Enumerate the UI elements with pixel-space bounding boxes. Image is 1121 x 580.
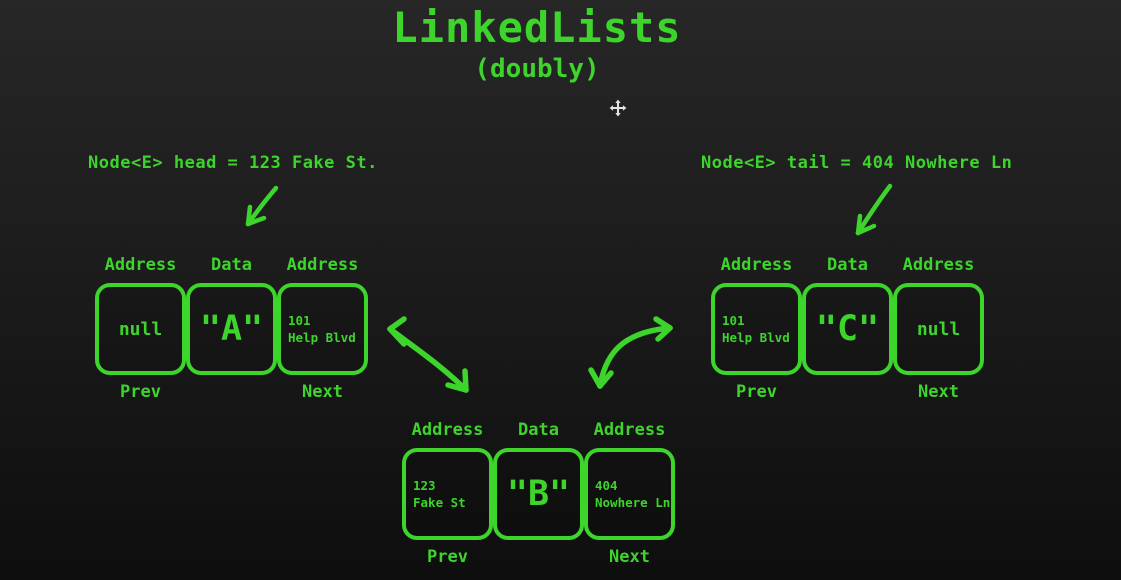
node-c-prev-label: Prev [736,382,777,402]
node-a-next-label: Next [302,382,343,402]
node-b: Address Data Address 123 Fake St "B" 404… [402,420,675,567]
node-c-label-prev-address: Address [720,255,793,275]
node-a-label-prev-address: Address [104,255,177,275]
node-c-prev-cell: 101 Help Blvd [711,283,802,375]
node-b-next-cell: 404 Nowhere Ln [584,448,675,540]
node-b-data-value: "B" [506,474,571,514]
node-b-data-cell: "B" [493,448,584,540]
node-b-next-value-line2: Nowhere Ln [595,495,671,510]
node-c-column-labels: Address Data Address [711,255,984,275]
node-b-footer-spacer [493,547,584,567]
node-b-next-label: Next [609,547,650,567]
node-a: Address Data Address null "A" 101 Help B… [95,255,368,402]
node-c-prev-value-line1: 101 [722,313,745,328]
node-b-prev-label: Prev [427,547,468,567]
node-a-next-value-line1: 101 [288,313,311,328]
node-a-label-data: Data [211,255,252,275]
node-a-data-cell: "A" [186,283,277,375]
node-a-data-value: "A" [199,309,264,349]
node-b-next-value-line1: 404 [595,478,618,493]
tail-pointer-arrow [855,183,893,236]
node-b-column-labels: Address Data Address [402,420,675,440]
node-a-column-labels: Address Data Address [95,255,368,275]
node-b-label-prev-address: Address [411,420,484,440]
node-c-label-next-address: Address [902,255,975,275]
node-a-prev-label: Prev [120,382,161,402]
node-a-prev-cell: null [95,283,186,375]
node-a-next-cell: 101 Help Blvd [277,283,368,375]
node-a-next-value-line2: Help Blvd [288,330,356,345]
node-a-label-next-address: Address [286,255,359,275]
node-b-label-data: Data [518,420,559,440]
node-a-prev-value: null [118,318,163,340]
head-pointer-annotation: Node<E> head = 123 Fake St. [88,153,378,173]
link-arrow-a-b [387,316,469,393]
node-b-prev-value-line2: Fake St [413,495,466,510]
node-b-label-next-address: Address [593,420,666,440]
tail-pointer-annotation: Node<E> tail = 404 Nowhere Ln [701,153,1013,173]
page-title: LinkedLists [392,3,682,52]
node-b-prev-cell: 123 Fake St [402,448,493,540]
node-a-footer-spacer [186,382,277,402]
node-c-prev-value-line2: Help Blvd [722,330,790,345]
link-arrow-b-c [588,316,673,389]
node-c-data-value: "C" [815,309,880,349]
node-c-data-cell: "C" [802,283,893,375]
node-b-prev-value-line1: 123 [413,478,436,493]
node-c-label-data: Data [827,255,868,275]
head-pointer-arrow [245,185,279,227]
node-c-footer-spacer [802,382,893,402]
node-c-next-cell: null [893,283,984,375]
node-c-next-value: null [916,318,961,340]
page-subtitle: (doubly) [474,54,600,84]
node-c: Address Data Address 101 Help Blvd "C" n… [711,255,984,402]
move-cursor-icon [609,99,627,117]
node-c-next-label: Next [918,382,959,402]
title-block: LinkedLists (doubly) [287,3,787,85]
